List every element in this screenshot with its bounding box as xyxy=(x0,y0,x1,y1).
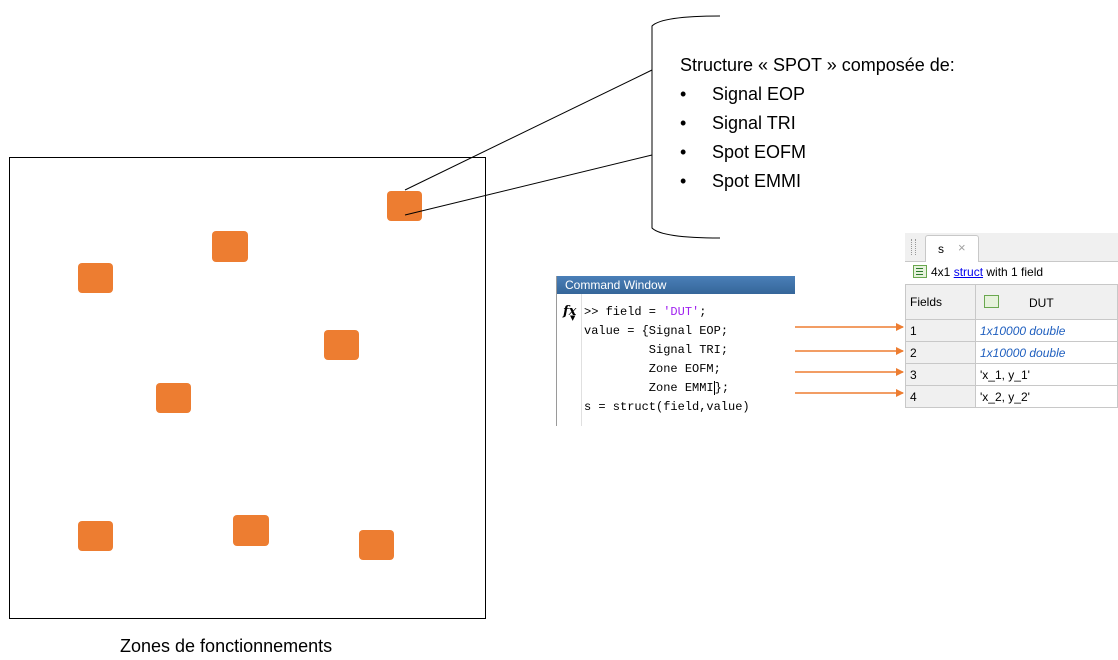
table-row: 1 1x10000 double xyxy=(905,319,1118,342)
tab-s[interactable]: s × xyxy=(925,235,979,262)
close-icon[interactable]: × xyxy=(958,240,966,255)
tab-label: s xyxy=(938,242,944,256)
row-index[interactable]: 3 xyxy=(905,363,976,386)
spot xyxy=(156,383,191,413)
command-gutter xyxy=(581,294,582,426)
structure-item-label: Spot EOFM xyxy=(712,142,807,162)
structure-item: • Spot EOFM xyxy=(680,138,806,167)
spot xyxy=(233,515,269,546)
summary-suffix: with 1 field xyxy=(983,265,1044,279)
text-cursor: }; xyxy=(713,381,730,395)
spot xyxy=(387,191,422,221)
struct-link[interactable]: struct xyxy=(953,265,984,279)
struct-icon xyxy=(913,265,927,278)
spot xyxy=(78,263,113,293)
variable-summary: 4x1 struct with 1 field xyxy=(913,265,1043,279)
column-header-dut[interactable]: DUT xyxy=(975,284,1118,320)
spot xyxy=(212,231,248,262)
code-line-1: >> field = 'DUT'; xyxy=(584,305,706,319)
grip-icon[interactable] xyxy=(911,239,916,255)
command-code[interactable]: >> field = 'DUT'; value = {Signal EOP; S… xyxy=(584,303,750,417)
code-line-3: Signal TRI; xyxy=(584,343,729,357)
bullet: • xyxy=(680,171,687,191)
bullet: • xyxy=(680,113,687,133)
table-cell[interactable]: 1x10000 double xyxy=(975,341,1118,364)
code-line-6: s = struct(field,value) xyxy=(584,400,750,414)
row-index[interactable]: 4 xyxy=(905,385,976,408)
row-index[interactable]: 1 xyxy=(905,319,976,342)
fx-label: fx xyxy=(563,304,577,319)
variable-tab-bar: s × xyxy=(905,233,1118,262)
code-text: >> field = xyxy=(584,305,664,319)
spot xyxy=(359,530,394,560)
bullet: • xyxy=(680,142,687,162)
fx-dropdown-icon: ▼ xyxy=(570,313,576,322)
spot xyxy=(78,521,113,551)
field-icon xyxy=(984,294,999,308)
code-text: Zone EMMI xyxy=(584,381,714,395)
structure-title: Structure « SPOT » composée de: xyxy=(680,55,955,75)
table-header-row: Fields DUT xyxy=(905,284,1118,320)
structure-item: • Signal TRI xyxy=(680,109,806,138)
structure-item: • Signal EOP xyxy=(680,80,806,109)
structure-item: • Spot EMMI xyxy=(680,167,806,196)
command-window: Command Window fx▼ >> field = 'DUT'; val… xyxy=(556,276,795,426)
zone-caption: Zones de fonctionnements xyxy=(120,636,333,656)
structure-item-label: Signal EOP xyxy=(712,84,806,104)
variable-editor: s × 4x1 struct with 1 field Fields DUT 1… xyxy=(905,233,1118,427)
bullet: • xyxy=(680,84,687,104)
spot xyxy=(324,330,359,360)
table-row: 4 'x_2, y_2' xyxy=(905,385,1118,408)
fx-icon[interactable]: fx▼ xyxy=(563,304,577,322)
brace xyxy=(651,15,721,239)
table-row: 3 'x_1, y_1' xyxy=(905,363,1118,386)
summary-prefix: 4x1 xyxy=(931,265,954,279)
column-header-fields[interactable]: Fields xyxy=(905,284,976,320)
code-text: ; xyxy=(699,305,707,319)
structure-item-label: Signal TRI xyxy=(712,113,796,133)
connector-line xyxy=(404,154,653,216)
code-line-2: value = {Signal EOP; xyxy=(584,324,729,338)
command-window-title: Command Window xyxy=(557,276,795,294)
code-line-4: Zone EOFM; xyxy=(584,362,721,376)
table-cell[interactable]: 'x_2, y_2' xyxy=(975,385,1118,408)
connector-line xyxy=(404,69,653,191)
table-row: 2 1x10000 double xyxy=(905,341,1118,364)
column-header-dut-label: DUT xyxy=(1029,295,1054,310)
structure-list: • Signal EOP • Signal TRI • Spot EOFM • Spot… xyxy=(680,80,806,196)
code-line-5: Zone EMMI}; xyxy=(584,381,730,395)
variable-table: Fields DUT 1 1x10000 double 2 1x10000 do… xyxy=(905,284,1118,408)
string-literal: 'DUT' xyxy=(663,305,700,319)
operating-zones-box xyxy=(9,157,486,619)
structure-item-label: Spot EMMI xyxy=(712,171,802,191)
